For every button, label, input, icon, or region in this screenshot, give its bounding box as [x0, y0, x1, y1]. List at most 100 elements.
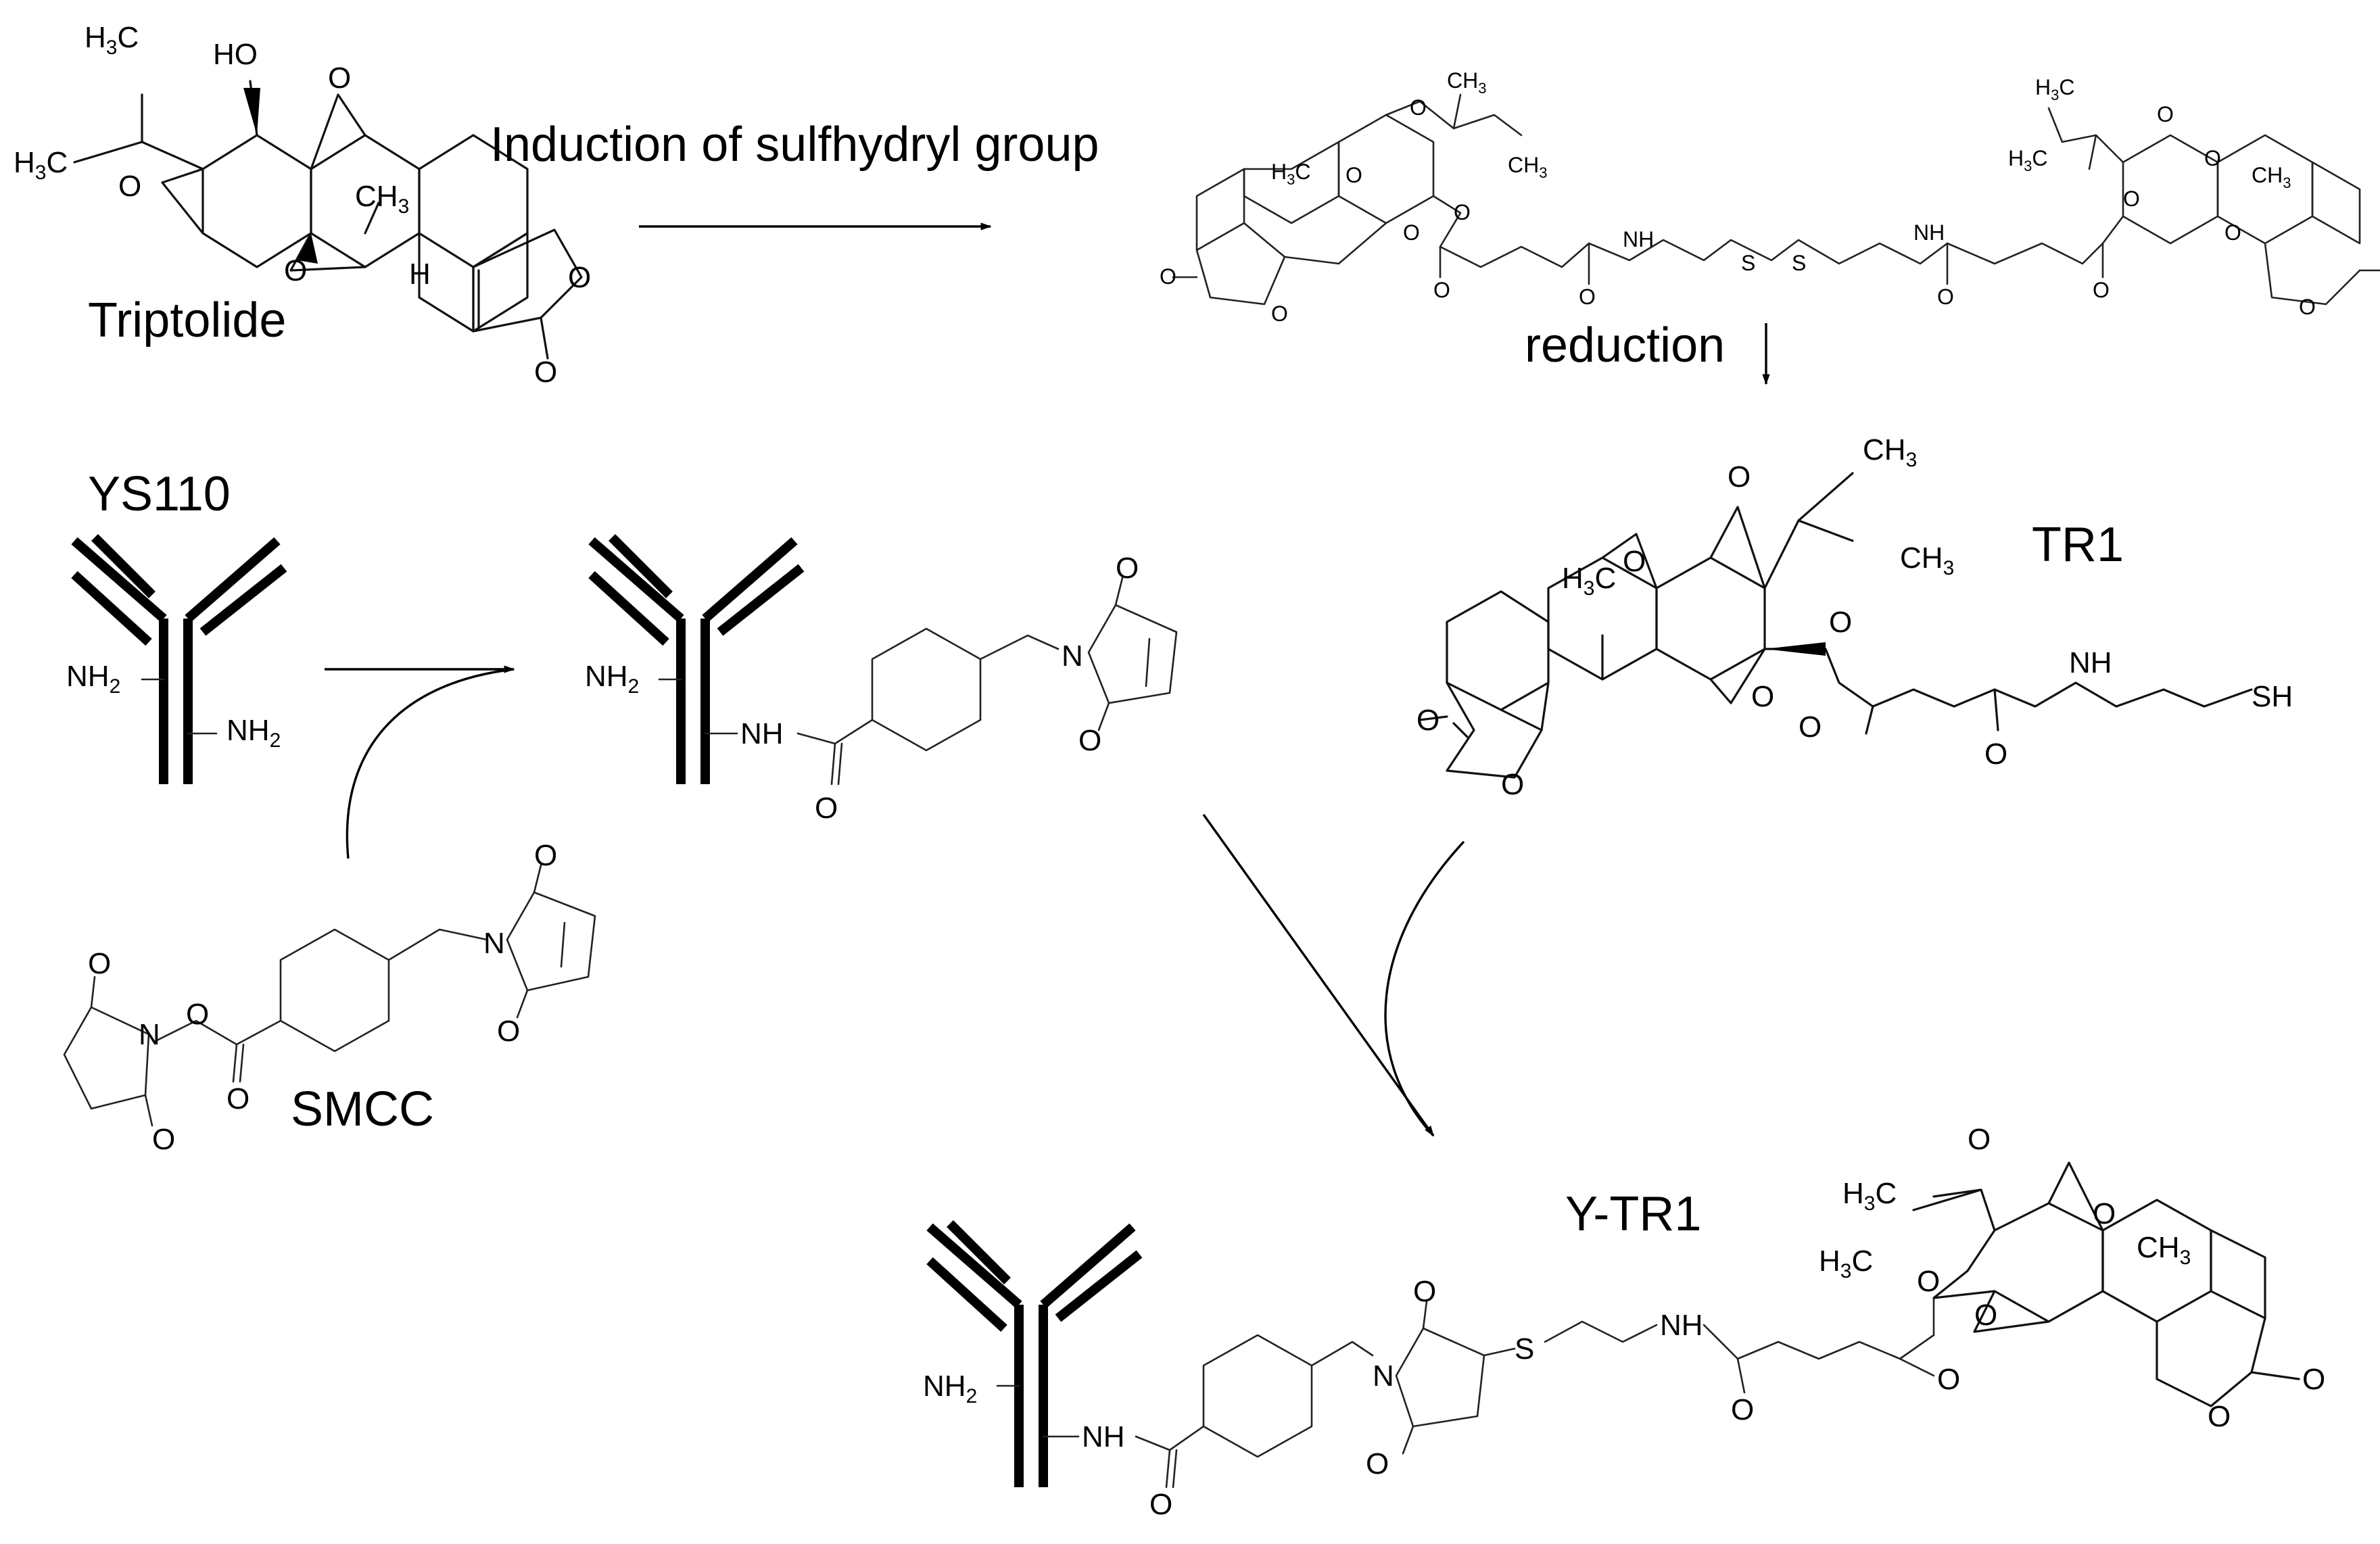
atom-nh: NH — [2069, 646, 2112, 679]
atom-o: O — [1454, 200, 1471, 224]
atom-o: O — [815, 792, 838, 825]
atom-nh2: NH2 — [227, 714, 281, 752]
atom-ch3: CH3 — [2137, 1231, 2191, 1269]
atom-o: O — [284, 254, 307, 287]
atom-o: O — [1403, 220, 1420, 245]
atom-o: O — [1116, 552, 1139, 585]
triptolide-atom-labels: H3C H3C HO O O O CH3 H O O — [14, 21, 591, 389]
atom-o: O — [1829, 606, 1852, 639]
atom-o: O — [1623, 545, 1646, 578]
tr1-atom-labels: CH3 CH3 O O H3C O O O O O O NH SH — [1417, 433, 2293, 801]
atom-o: O — [1433, 278, 1450, 302]
tr1-structure — [1419, 472, 2253, 779]
atom-ch3: CH3 — [355, 180, 409, 218]
atom-o: O — [152, 1123, 175, 1156]
atom-s: S — [1741, 251, 1755, 275]
atom-o: O — [328, 62, 351, 95]
atom-n: N — [139, 1018, 160, 1051]
atom-o: O — [1410, 95, 1427, 120]
atom-o: O — [1984, 738, 2007, 771]
y-tr1-atom-labels: NH2 NH O N O O S NH O O O H3C H3C O O CH… — [923, 1123, 2325, 1521]
atom-o: O — [534, 356, 557, 389]
label-smcc: SMCC — [291, 1082, 434, 1136]
atom-nh2: NH2 — [585, 660, 639, 698]
activated-antibody — [588, 534, 1178, 786]
atom-o: O — [1346, 163, 1362, 187]
atom-o: O — [534, 839, 557, 872]
atom-o: O — [2157, 102, 2174, 126]
atom-h3c: H3C — [1562, 562, 1616, 600]
atom-ch3: CH3 — [1508, 153, 1547, 181]
atom-o: O — [1413, 1275, 1436, 1308]
atom-h: H — [409, 258, 431, 291]
atom-o: O — [2123, 187, 2140, 211]
atom-s: S — [1792, 251, 1806, 275]
label-y-tr1: Y-TR1 — [1565, 1187, 1701, 1241]
atom-o: O — [1799, 710, 1822, 744]
atom-o: O — [1968, 1123, 1991, 1156]
atom-h3c: H3C — [2035, 75, 2074, 103]
label-induction: Induction of sulfhydryl group — [490, 118, 1099, 172]
atom-ch3: CH3 — [2252, 163, 2291, 191]
atom-nh2: NH2 — [66, 660, 120, 698]
atom-o: O — [1579, 285, 1596, 309]
ys110-antibody — [71, 534, 287, 784]
label-tr1: TR1 — [2032, 518, 2124, 572]
atom-h3c: H3C — [1819, 1245, 1873, 1282]
atom-nh2: NH2 — [923, 1370, 977, 1407]
atom-nh: NH — [740, 717, 784, 750]
atom-o: O — [227, 1082, 249, 1115]
atom-o: O — [568, 261, 591, 294]
atom-h3c: H3C — [85, 21, 139, 59]
atom-o: O — [1366, 1447, 1389, 1480]
label-triptolide: Triptolide — [88, 293, 286, 347]
label-reduction: reduction — [1525, 318, 1725, 372]
atom-h3c: H3C — [14, 146, 68, 184]
atom-h3c: H3C — [2008, 146, 2047, 174]
atom-o: O — [1149, 1488, 1172, 1521]
arrow-smcc-curve — [346, 668, 515, 859]
atom-nh: NH — [1660, 1309, 1703, 1342]
atom-o: O — [1731, 1393, 1754, 1426]
atom-o: O — [186, 998, 209, 1031]
atom-o: O — [1078, 724, 1101, 757]
atom-nh: NH — [1913, 220, 1945, 245]
y-tr1-structure — [926, 1161, 2300, 1489]
atom-ch3: CH3 — [1900, 541, 1954, 579]
atom-o: O — [2302, 1363, 2325, 1396]
label-ys110: YS110 — [88, 467, 231, 521]
atom-o: O — [1917, 1265, 1940, 1298]
atom-o: O — [2208, 1400, 2231, 1433]
atom-o: O — [1937, 285, 1954, 309]
atom-nh: NH — [1082, 1420, 1125, 1453]
atom-o: O — [2204, 146, 2221, 170]
disulfide-dimer-atom-labels: CH3 CH3 O O H3C O O O O O O NH S S NH O … — [1160, 68, 2316, 326]
arrow-tr1-curve — [1384, 840, 1465, 1137]
atom-o: O — [497, 1015, 520, 1048]
atom-o: O — [2093, 1197, 2116, 1230]
atom-o: O — [118, 170, 141, 203]
triptolide-structure — [73, 80, 583, 360]
atom-o: O — [2093, 278, 2110, 302]
atom-sh: SH — [2252, 680, 2293, 713]
atom-o: O — [1271, 301, 1288, 326]
atom-o: O — [2224, 220, 2241, 245]
atom-nh: NH — [1623, 227, 1654, 251]
atom-o: O — [1728, 460, 1751, 493]
atom-o: O — [1501, 768, 1524, 801]
atom-h3c: H3C — [1842, 1177, 1897, 1215]
atom-ch3: CH3 — [1863, 433, 1917, 471]
arrow-conjugation — [1202, 814, 1435, 1137]
atom-o: O — [1937, 1363, 1960, 1396]
atom-ho: HO — [213, 38, 258, 71]
atom-o: O — [1751, 680, 1774, 713]
atom-n: N — [1373, 1359, 1394, 1393]
atom-o: O — [1160, 264, 1176, 289]
disulfide-dimer-structure — [1172, 93, 2380, 306]
atom-n: N — [483, 927, 505, 960]
smcc-structure — [63, 864, 596, 1127]
atom-o: O — [1417, 704, 1439, 737]
atom-h3c: H3C — [1271, 160, 1310, 188]
atom-ch3: CH3 — [1447, 68, 1486, 97]
